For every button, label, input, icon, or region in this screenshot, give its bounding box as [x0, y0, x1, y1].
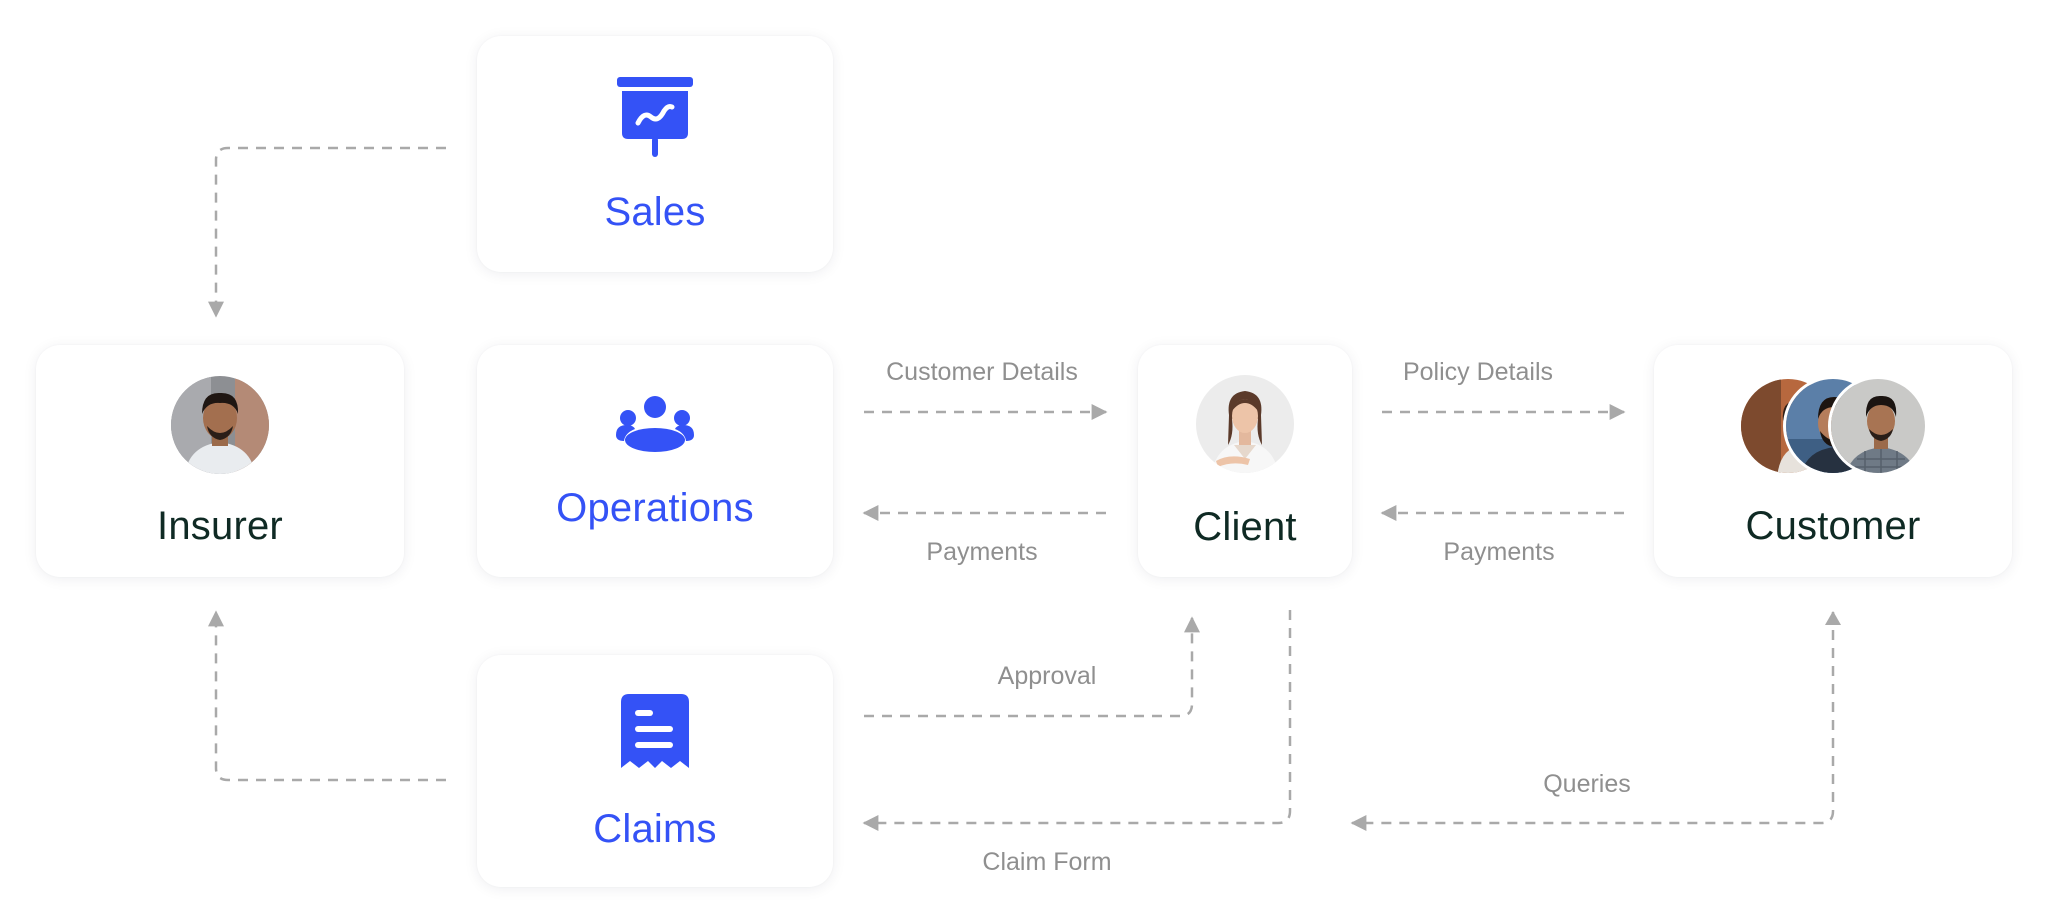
client-label: Client — [1193, 505, 1297, 549]
customer-card[interactable]: Customer — [1654, 345, 2012, 577]
operations-card[interactable]: Operations — [477, 345, 833, 577]
connector-queries — [1350, 612, 1835, 831]
client-card[interactable]: Client — [1138, 345, 1352, 577]
connector-sales-to-insurer — [208, 146, 446, 318]
edge-label-policy-details: Policy Details — [1402, 358, 1554, 386]
edge-label-queries: Queries — [1543, 770, 1631, 798]
edge-label-customer-details: Customer Details — [886, 358, 1078, 386]
receipt-document-icon — [619, 693, 691, 779]
customer-avatar-group — [1738, 376, 1928, 476]
insurer-avatar — [171, 376, 269, 474]
edge-label-claim-form: Claim Form — [982, 848, 1112, 876]
claims-card[interactable]: Claims — [477, 655, 833, 887]
connector-claim-form — [862, 610, 1292, 831]
edge-label-payments-operations: Payments — [926, 538, 1038, 566]
connector-claims-to-insurer — [208, 610, 446, 782]
connector-approval — [864, 616, 1200, 718]
team-icon — [615, 395, 695, 458]
client-avatar — [1196, 375, 1294, 473]
edge-label-payments-client: Payments — [1443, 538, 1555, 566]
insurer-label: Insurer — [157, 504, 283, 548]
claims-label: Claims — [593, 806, 717, 851]
customer-label: Customer — [1745, 504, 1921, 548]
operations-label: Operations — [556, 485, 754, 530]
edge-label-approval: Approval — [997, 662, 1097, 690]
customer-avatar-3 — [1828, 376, 1928, 476]
insurer-card[interactable]: Insurer — [36, 345, 404, 577]
arrowhead-queries-up — [1825, 611, 1841, 625]
sales-label: Sales — [604, 189, 706, 234]
sales-card[interactable]: Sales — [477, 36, 833, 272]
presentation-board-icon — [616, 76, 694, 164]
